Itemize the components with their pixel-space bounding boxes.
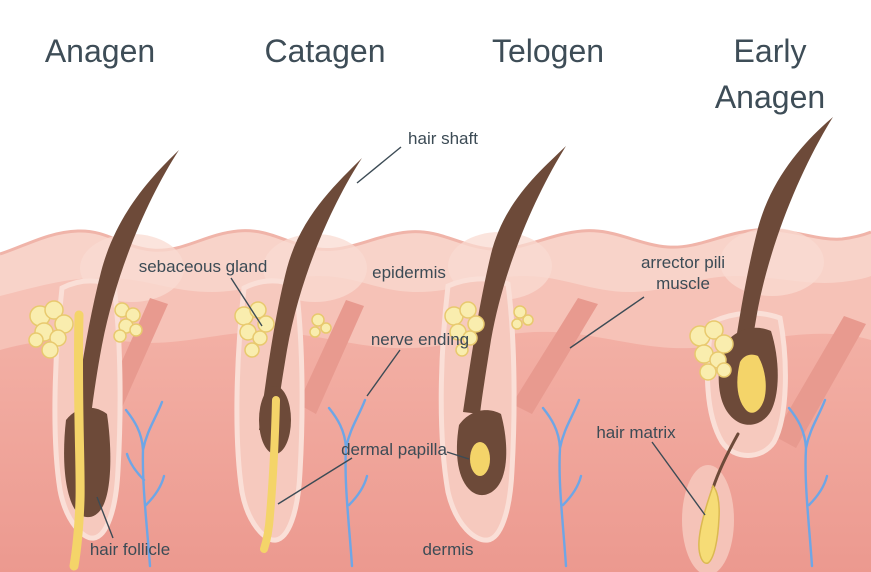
phase-title-telogen: Telogen — [491, 33, 605, 69]
dermal-papilla-strand-shape — [260, 396, 280, 553]
phase-title-anagen: Anagen — [44, 33, 156, 69]
hair-shaft-label: hair shaft — [408, 129, 478, 148]
hair-shaft-leader-line — [356, 146, 402, 184]
sebaceous-gland-leader-line — [230, 277, 263, 327]
hair-matrix-shape — [698, 484, 720, 564]
hair-follicle-label: hair follicle — [89, 540, 171, 559]
sebaceous-gland-shape — [444, 301, 534, 357]
hair-matrix-label: hair matrix — [596, 423, 676, 442]
hair-matrix-leader-line — [651, 441, 706, 516]
nerve-ending-label: nerve ending — [370, 330, 470, 349]
dermal-papilla-shape — [737, 354, 766, 413]
nerve-shape — [787, 398, 829, 568]
nerve-shape — [124, 400, 166, 568]
telogen-follicle-illustration — [438, 146, 598, 568]
anagen-follicle-illustration — [28, 150, 179, 571]
sebaceous-gland-shape — [234, 301, 332, 358]
dermal-papilla-leader-line-left — [277, 457, 353, 505]
new-hair-tip-shape — [711, 432, 740, 490]
phase-title-early-anagen: Early Anagen — [714, 33, 826, 116]
skin-layers — [0, 228, 871, 572]
hair-follicle-leader-line — [96, 496, 114, 539]
hair-shaft-shape — [729, 117, 833, 388]
arrector-pili-muscle-shape — [298, 300, 364, 414]
catagen-follicle-illustration — [234, 158, 369, 568]
arrector-pili-leader-line — [569, 296, 645, 349]
leader-lines — [96, 146, 706, 539]
nerve-ending-leader-line — [366, 349, 401, 397]
dermal-papilla-label: dermal papilla — [341, 440, 447, 459]
dermal-papilla-leader-line-right — [446, 451, 470, 460]
epidermis-label: epidermis — [372, 263, 446, 282]
arrector-pili-muscle-shape — [774, 316, 866, 448]
dermis-layer — [0, 331, 871, 572]
phase-title-catagen: Catagen — [264, 33, 386, 69]
arrector-pili-muscle-label: arrector pili muscle — [640, 253, 726, 294]
nerve-shape — [541, 398, 583, 568]
sebaceous-gland-shape — [689, 320, 734, 381]
hair-matrix-strand-shape — [69, 310, 85, 571]
sebaceous-gland-label: sebaceous gland — [138, 257, 268, 276]
sebaceous-gland-shape — [28, 300, 143, 359]
arrector-pili-muscle-shape — [512, 298, 598, 414]
hair-bulb-shape — [64, 407, 111, 518]
dermal-papilla-shape — [470, 442, 490, 476]
hair-shaft-shape — [463, 146, 566, 414]
follicle-halo — [720, 228, 824, 296]
early-anagen-follicle-illustration — [682, 117, 866, 572]
dermis-label: dermis — [422, 540, 474, 559]
hair-shaft-shape — [259, 158, 362, 432]
nerve-shape — [327, 398, 369, 568]
